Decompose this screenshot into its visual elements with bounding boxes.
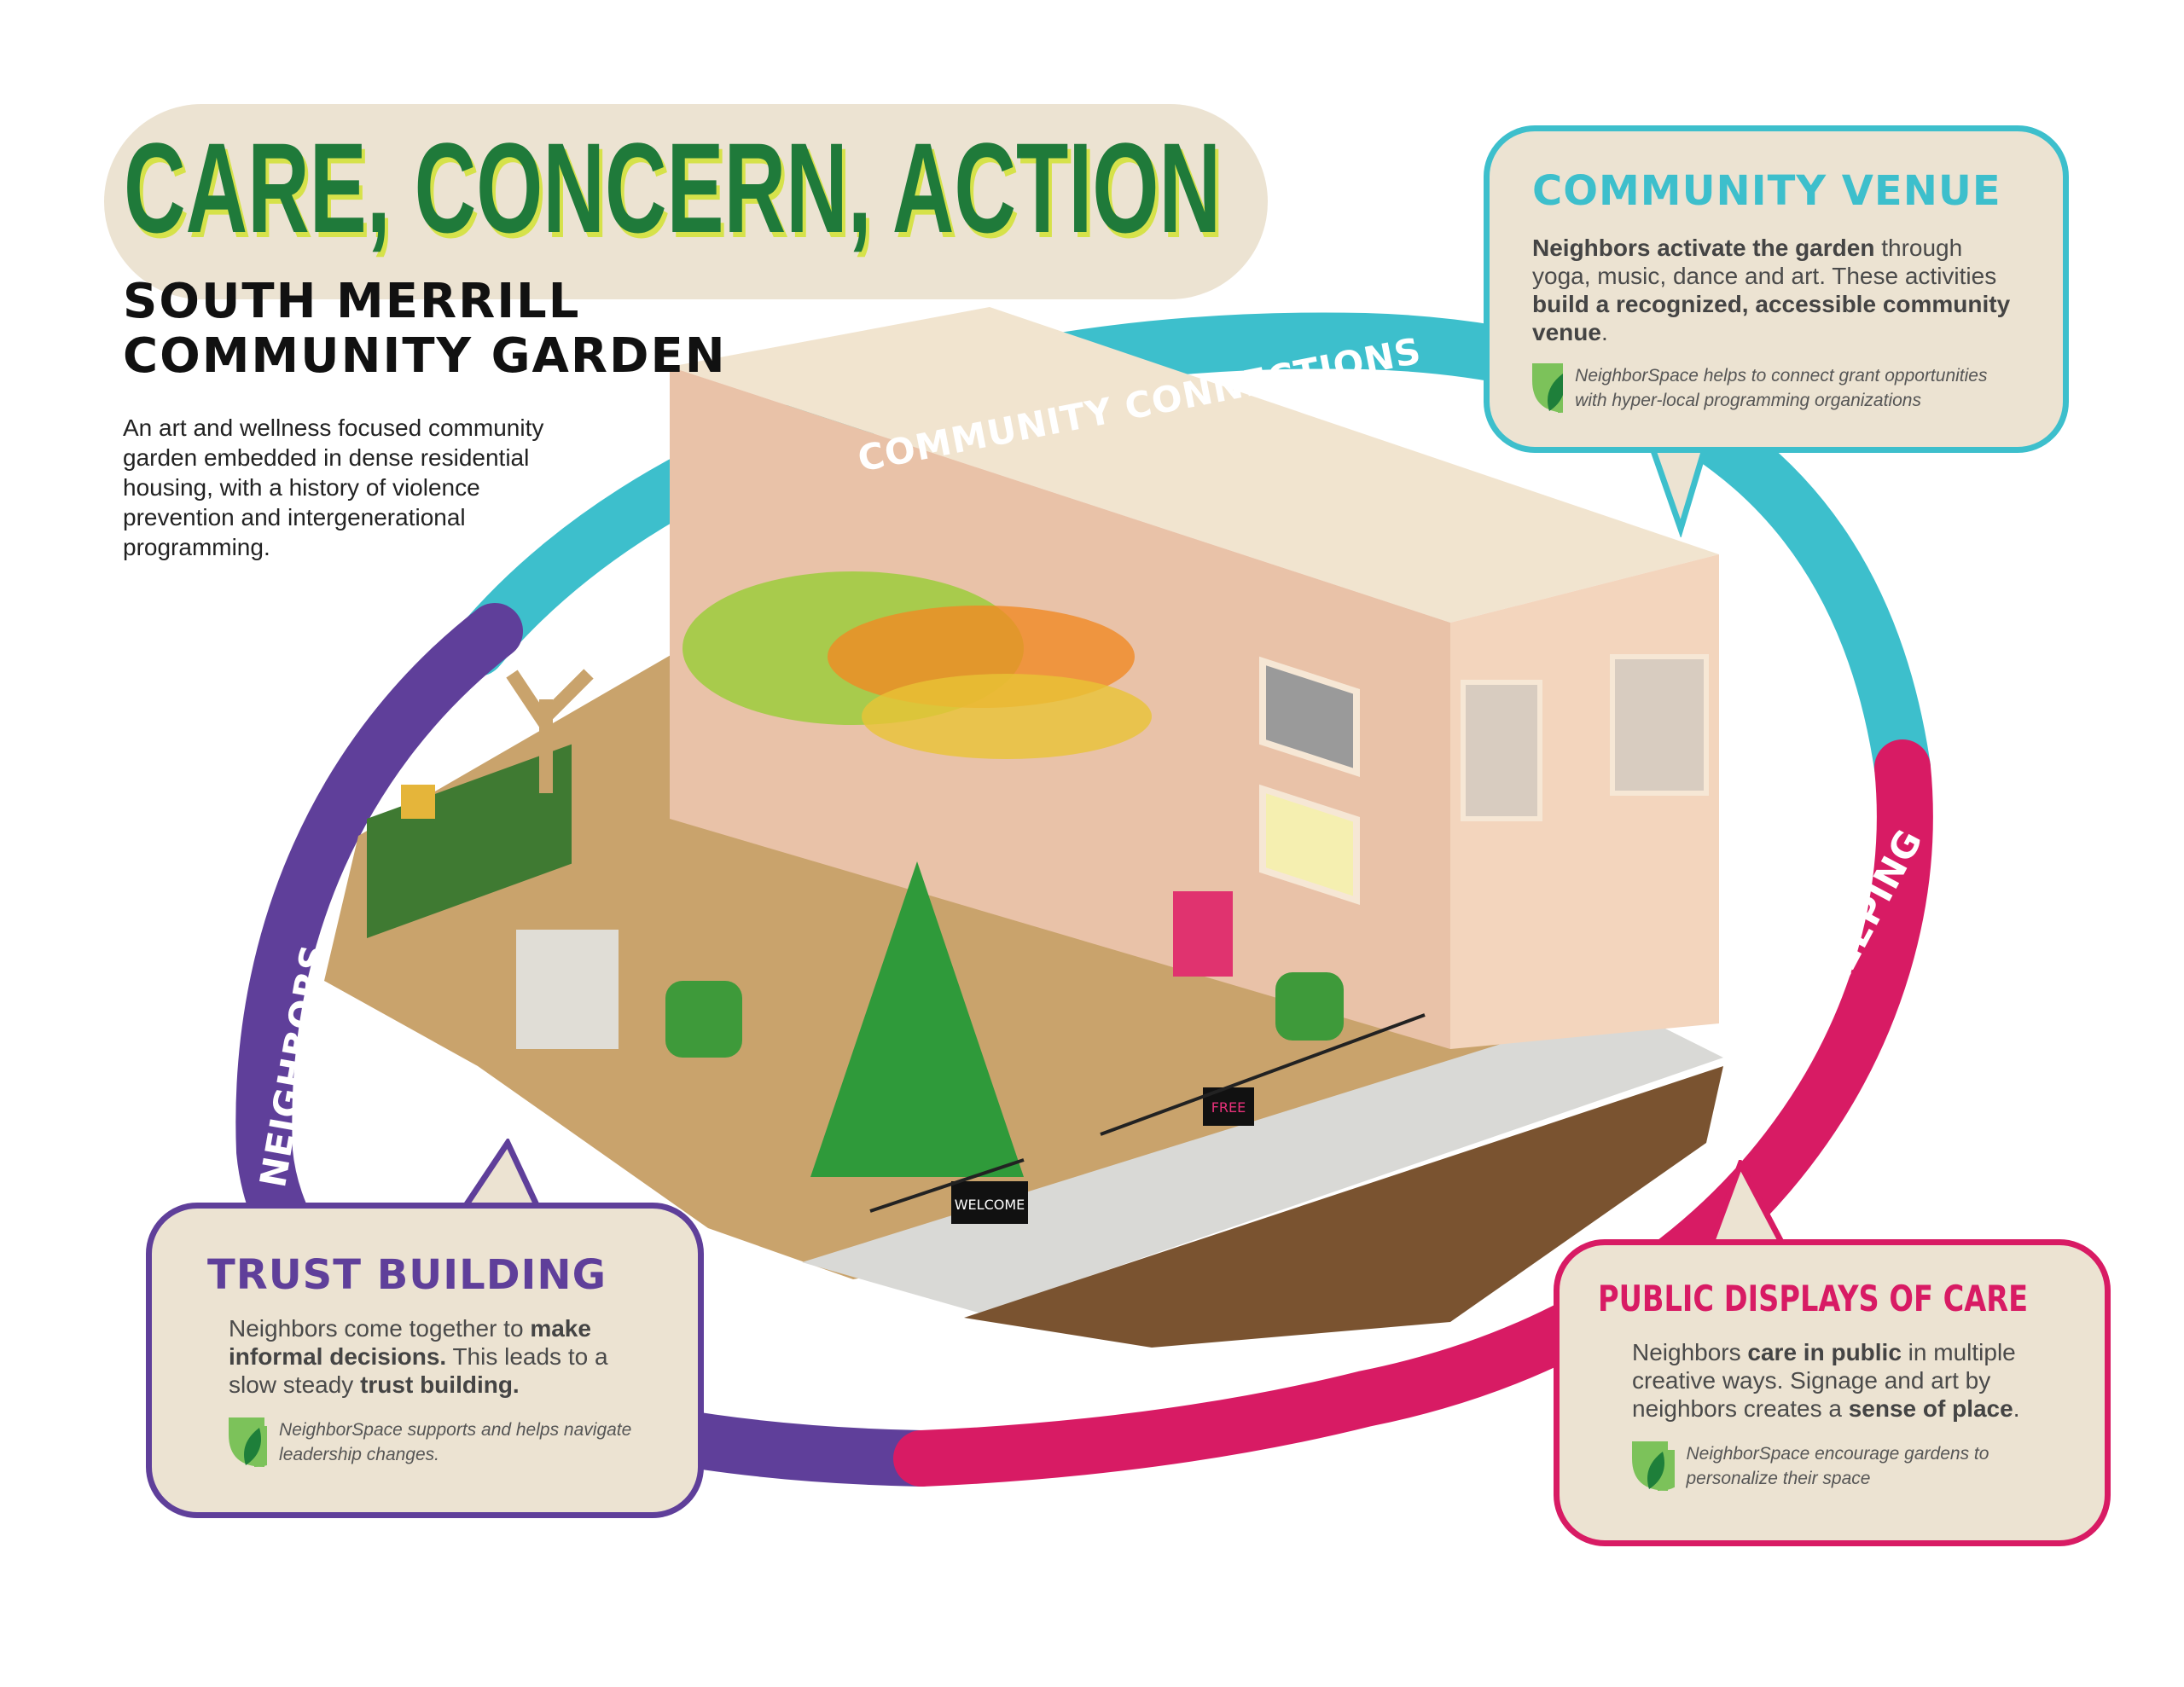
parkway-dirt [964, 1066, 1723, 1348]
neighborspace-note: NeighborSpace encourage gardens to perso… [1598, 1441, 2079, 1491]
speech-tail [1707, 1160, 1786, 1245]
bare-tree [506, 669, 594, 793]
hedge [1275, 972, 1344, 1041]
neighborspace-logo-icon [1632, 1441, 1675, 1491]
card-body: Neighbors come together to make informal… [229, 1315, 608, 1398]
card-body: Neighbors care in public in multiple cre… [1632, 1339, 2020, 1422]
pine-tree [810, 861, 1024, 1177]
card-heading: TRUST BUILDING [207, 1251, 607, 1299]
hedge [665, 981, 742, 1058]
ring-place-keeping [893, 739, 1933, 1487]
neighborspace-logo-icon [229, 1417, 268, 1467]
garden-name: SOUTH MERRILL COMMUNITY GARDEN [123, 275, 727, 384]
welcome-sign-text: WELCOME [955, 1197, 1025, 1213]
little-free-library [1173, 891, 1233, 977]
garden-name-line2: COMMUNITY GARDEN [123, 328, 727, 384]
shed [516, 930, 619, 1049]
neighborspace-note: NeighborSpace supports and helps navigat… [207, 1417, 655, 1467]
fence [869, 1013, 1426, 1213]
window [1259, 656, 1360, 778]
card-heading: COMMUNITY VENUE [1532, 167, 2001, 215]
bay-window [1610, 654, 1709, 796]
autumn-vine [682, 571, 1152, 759]
public-displays-card: PUBLIC DISPLAYS OF CARE Neighbors care i… [1554, 1239, 2111, 1546]
trust-building-card: TRUST BUILDING Neighbors come together t… [146, 1203, 704, 1518]
speech-tail [1647, 443, 1710, 537]
speech-tail [462, 1139, 541, 1207]
card-body: Neighbors activate the garden through yo… [1532, 235, 2011, 345]
community-venue-card: COMMUNITY VENUE Neighbors activate the g… [1484, 125, 2069, 453]
welcome-sign [951, 1181, 1028, 1224]
sidewalk [802, 1006, 1723, 1313]
building-roof [670, 307, 1719, 623]
bay-window [1461, 680, 1542, 821]
window [1259, 784, 1360, 906]
title-banner [104, 104, 1268, 299]
raised-beds [367, 744, 572, 938]
garden-name-line1: SOUTH MERRILL [123, 274, 581, 329]
neighborspace-note: NeighborSpace helps to connect grant opp… [1532, 363, 2020, 413]
neighborspace-logo-icon [1532, 363, 1564, 413]
garden-description: An art and wellness focused community ga… [123, 415, 544, 560]
card-heading: PUBLIC DISPLAYS OF CARE [1598, 1278, 2029, 1319]
free-sign-text: FREE [1211, 1099, 1246, 1116]
page-title: CARE, CONCERN, ACTION [124, 116, 1222, 259]
